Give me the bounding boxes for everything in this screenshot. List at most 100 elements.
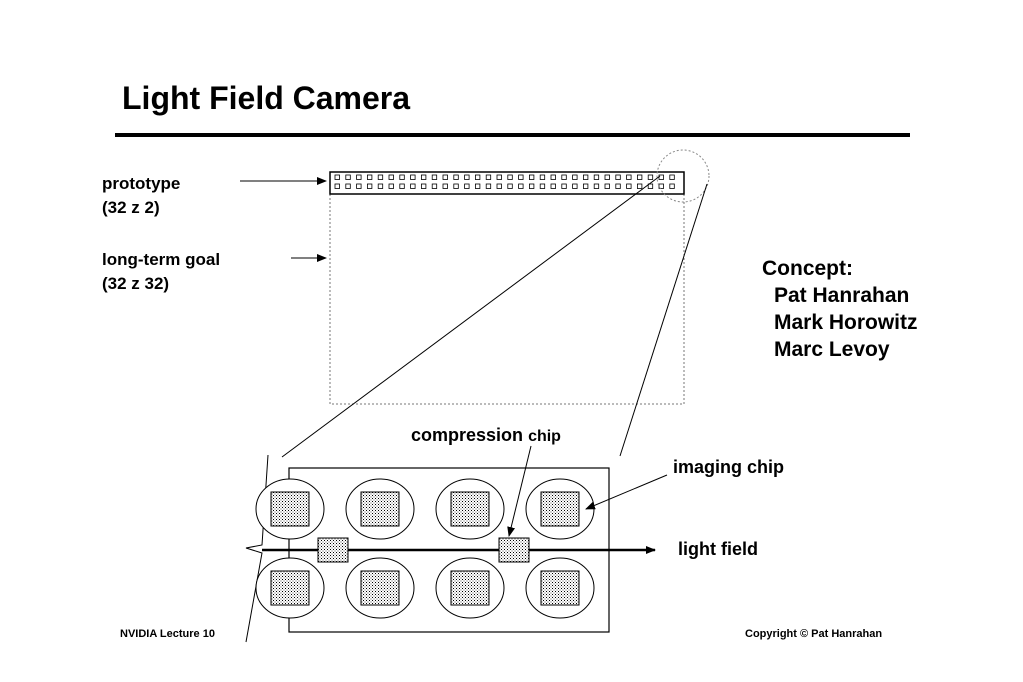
prototype-cell <box>539 174 546 180</box>
zoom-line-right <box>619 183 708 457</box>
prototype-cell <box>669 183 675 189</box>
prototype-cell <box>410 174 416 180</box>
imaging-chip <box>450 491 490 527</box>
prototype-cell <box>637 174 643 180</box>
imaging-chip <box>360 570 400 606</box>
prototype-cell <box>550 174 556 180</box>
prototype-cell <box>647 183 654 189</box>
imaging-callout-line <box>585 474 668 510</box>
prototype-cell <box>377 174 384 180</box>
concept-person-1: Pat Hanrahan <box>774 284 910 307</box>
light-field-label: light field <box>678 539 758 559</box>
prototype-cell <box>561 174 567 180</box>
prototype-cell <box>485 174 492 180</box>
concept-heading: Concept: <box>762 257 853 280</box>
prototype-cell <box>377 183 384 189</box>
imaging-chip <box>270 491 310 527</box>
prototype-cell <box>572 174 578 180</box>
compression-chip-left <box>317 537 349 563</box>
prototype-cell <box>431 183 438 189</box>
prototype-cell <box>518 174 524 180</box>
prototype-camera-array <box>329 171 685 195</box>
prototype-cell <box>453 183 459 189</box>
prototype-label: prototype (32 z 2) <box>102 172 180 220</box>
imaging-chip <box>540 491 580 527</box>
prototype-cell <box>572 183 578 189</box>
prototype-cell <box>366 183 373 189</box>
prototype-cell <box>334 174 340 180</box>
prototype-cell <box>464 174 470 180</box>
prototype-cell <box>334 183 340 189</box>
prototype-cell <box>593 183 600 189</box>
compression-chip-word: chip <box>528 428 561 445</box>
prototype-cell <box>356 174 362 180</box>
footer-lecture: NVIDIA Lecture 10 <box>120 628 215 640</box>
prototype-cell <box>474 183 481 189</box>
prototype-cell <box>507 183 513 189</box>
prototype-cell <box>626 174 632 180</box>
prototype-cell <box>647 174 654 180</box>
prototype-cell <box>529 183 535 189</box>
zoom-line-left <box>281 175 661 458</box>
prototype-cell <box>345 183 351 189</box>
prototype-cell <box>604 183 610 189</box>
prototype-cell <box>539 183 546 189</box>
prototype-cell <box>485 183 492 189</box>
goal-label-line2: (32 z 32) <box>102 274 170 293</box>
prototype-cell <box>583 183 589 189</box>
prototype-cell <box>496 174 502 180</box>
prototype-cell <box>550 183 556 189</box>
prototype-cell <box>518 183 524 189</box>
compression-chip-label: compression chip <box>411 425 561 446</box>
imaging-chip <box>450 570 490 606</box>
prototype-cell <box>583 174 589 180</box>
goal-label-line1: long-term goal <box>102 250 221 269</box>
prototype-cell <box>388 183 394 189</box>
zoom-circle <box>656 149 710 203</box>
prototype-cell <box>442 183 448 189</box>
prototype-label-line1: prototype <box>102 174 181 193</box>
footer-copyright: Copyright © Pat Hanrahan <box>745 628 883 640</box>
prototype-cell <box>410 183 416 189</box>
camera-modules <box>255 478 595 619</box>
prototype-cell <box>615 183 621 189</box>
compression-word: compression <box>411 425 524 445</box>
prototype-cell <box>507 174 513 180</box>
concept-person-3: Marc Levoy <box>774 338 890 361</box>
prototype-cell <box>345 174 351 180</box>
title-underline <box>115 133 910 137</box>
prototype-cell <box>464 183 470 189</box>
prototype-label-line2: (32 z 2) <box>102 198 160 217</box>
prototype-cell <box>420 183 427 189</box>
prototype-cell <box>604 174 610 180</box>
prototype-cell <box>615 174 621 180</box>
long-term-goal-label: long-term goal (32 z 32) <box>102 248 220 296</box>
prototype-cell <box>626 183 632 189</box>
concept-credits: Concept: Pat Hanrahan Mark Horowitz Marc… <box>762 255 918 363</box>
prototype-cell <box>529 174 535 180</box>
prototype-cell <box>366 174 373 180</box>
prototype-cell <box>442 174 448 180</box>
prototype-cell <box>593 174 600 180</box>
prototype-cell <box>637 183 643 189</box>
prototype-cell <box>658 183 664 189</box>
board-break-line <box>245 454 269 643</box>
concept-person-2: Mark Horowitz <box>774 311 918 334</box>
prototype-cell <box>431 174 438 180</box>
prototype-cell <box>453 174 459 180</box>
prototype-cell <box>474 174 481 180</box>
imaging-chip <box>540 570 580 606</box>
prototype-cell <box>669 174 675 180</box>
compression-callout-line <box>507 445 532 537</box>
prototype-cell <box>399 174 405 180</box>
prototype-cell <box>388 174 394 180</box>
prototype-cell <box>496 183 502 189</box>
prototype-cell <box>561 183 567 189</box>
imaging-chip <box>360 491 400 527</box>
prototype-cell <box>356 183 362 189</box>
slide-title: Light Field Camera <box>122 80 411 116</box>
imaging-chip <box>270 570 310 606</box>
prototype-cell <box>399 183 405 189</box>
prototype-cells <box>334 174 675 189</box>
